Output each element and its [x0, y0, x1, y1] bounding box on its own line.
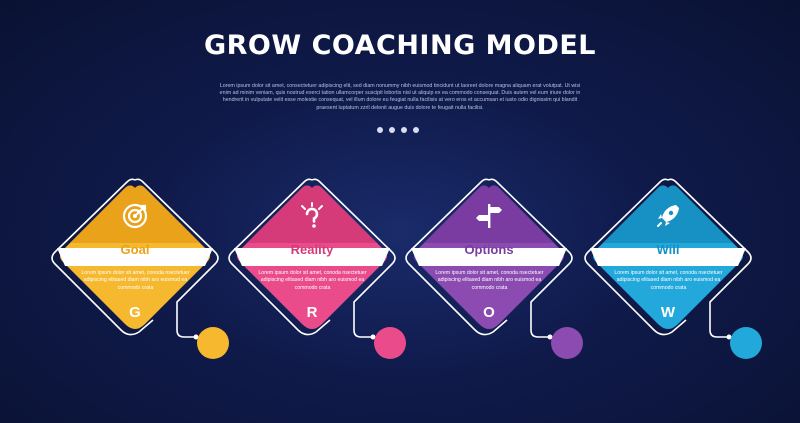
card-goal: Goal Lorem ipsum dolor sit amet, conoda …: [51, 178, 255, 370]
rocket-icon: [654, 202, 682, 230]
card-outline-left: [584, 178, 687, 336]
card-outline-right: [311, 178, 396, 338]
page-title: GROW COACHING MODEL: [203, 30, 597, 61]
card-description: Lorem ipsum dolor sit amet, conoda nsect…: [435, 270, 544, 291]
card-letter: G: [129, 304, 141, 321]
connector-dot: [547, 334, 553, 340]
pagination-dot[interactable]: [401, 127, 407, 133]
card-label: Options: [464, 242, 514, 257]
card-label: Goal: [120, 242, 150, 257]
card-outline-left: [228, 178, 331, 336]
card-outline-left: [405, 178, 508, 336]
card-letter: R: [306, 304, 318, 321]
pagination-dot[interactable]: [413, 127, 419, 133]
card-reality: Reality Lorem ipsum dolor sit amet, cono…: [228, 178, 432, 370]
pagination-dot[interactable]: [377, 127, 383, 133]
signpost-icon: [475, 202, 503, 230]
target-icon: [121, 202, 149, 230]
pagination-dots: [377, 127, 419, 133]
card-ribbon: [57, 248, 213, 266]
card-will: Will Lorem ipsum dolor sit amet, conoda …: [584, 178, 788, 370]
connector-dot: [193, 334, 199, 340]
card-description: Lorem ipsum dolor sit amet, conoda nsect…: [258, 270, 367, 291]
card-label: Reality: [290, 242, 334, 257]
step-circle: [551, 327, 583, 359]
card-outline-left: [51, 178, 154, 336]
card-outline-right: [488, 178, 573, 338]
lightbulb-question-icon: [298, 202, 326, 230]
card-ribbon: [411, 248, 567, 266]
step-circle: [730, 327, 762, 359]
card-ribbon: [590, 248, 746, 266]
card-label: Will: [656, 242, 680, 257]
card-description: Lorem ipsum dolor sit amet, conoda nsect…: [81, 270, 190, 291]
pagination-dot[interactable]: [389, 127, 395, 133]
step-circle: [197, 327, 229, 359]
connector-dot: [370, 334, 376, 340]
card-outline-right: [667, 178, 752, 338]
connector-dot: [726, 334, 732, 340]
card-shape: [228, 178, 406, 359]
step-circle: [374, 327, 406, 359]
page-subtitle: Lorem ipsum dolor sit amet, consectetuer…: [219, 83, 581, 111]
card-letter: W: [660, 304, 676, 321]
card-top-tint: [247, 185, 377, 243]
card-letter: O: [483, 304, 495, 321]
card-ribbon: [234, 248, 390, 266]
card-outline-right: [134, 178, 219, 338]
card-options: Options Lorem ipsum dolor sit amet, cono…: [405, 178, 609, 370]
card-description: Lorem ipsum dolor sit amet, conoda nsect…: [614, 270, 723, 291]
